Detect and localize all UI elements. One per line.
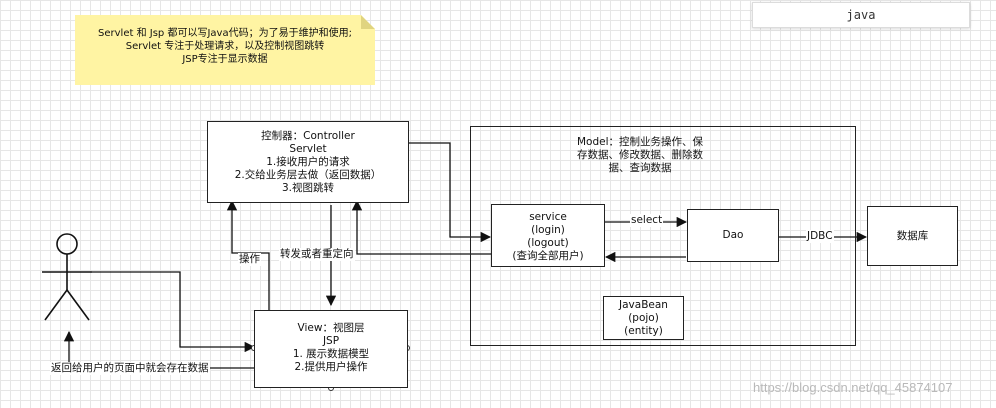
- javabean-pojo: (pojo): [628, 312, 659, 324]
- view-item-2: 2.提供用户操作: [294, 361, 368, 373]
- controller-step-2: 2.交给业务层去做（返回数据）: [234, 169, 382, 181]
- note-line-1: Servlet 和 Jsp 都可以写Java代码；为了易于维护和使用;: [98, 28, 352, 39]
- model-description: Model：控制业务操作、保 存数据、修改数据、删除数 据、查询数据: [560, 136, 720, 175]
- edge-label-return: 返回给用户的页面中就会存在数据: [50, 362, 210, 375]
- actor-right-leg: [66, 289, 90, 321]
- watermark: https://blog.csdn.net/qq_45874107: [753, 380, 953, 395]
- actor-head: [56, 233, 78, 255]
- model-line-1: Model：控制业务操作、保: [576, 136, 704, 148]
- dao-box[interactable]: Dao: [687, 209, 779, 262]
- service-logout: (logout): [527, 237, 569, 249]
- edge-label-operate: 操作: [238, 253, 261, 266]
- java-tab[interactable]: java: [752, 2, 970, 28]
- javabean-title: JavaBean: [619, 299, 668, 311]
- javabean-box[interactable]: JavaBean (pojo) (entity): [603, 296, 684, 340]
- controller-step-3: 3.视图跳转: [281, 182, 335, 194]
- edge-label-jdbc: JDBC: [806, 230, 834, 243]
- model-box[interactable]: [470, 126, 856, 346]
- edge-user-to-view: [92, 271, 256, 353]
- model-line-2: 存数据、修改数据、删除数: [577, 149, 703, 161]
- note-line-3: JSP专注于显示数据: [182, 54, 268, 65]
- database-box[interactable]: 数据库: [867, 206, 958, 266]
- service-title: service: [529, 211, 567, 223]
- controller-box[interactable]: 控制器：Controller Servlet 1.接收用户的请求 2.交给业务层…: [207, 121, 409, 203]
- view-title: View：视图层: [297, 322, 365, 334]
- edge-service-to-controller: [351, 199, 491, 255]
- actor-left-leg: [44, 289, 68, 321]
- javabean-entity: (entity): [624, 325, 663, 337]
- model-line-3: 据、查询数据: [608, 162, 672, 174]
- database-label: 数据库: [896, 230, 929, 242]
- view-box[interactable]: View：视图层 JSP 1. 展示数据模型 2.提供用户操作: [254, 310, 408, 388]
- controller-step-1: 1.接收用户的请求: [266, 156, 350, 168]
- controller-title: 控制器：Controller: [261, 130, 355, 142]
- service-box[interactable]: service (login) (logout) (查询全部用户): [491, 204, 605, 267]
- note-line-2: Servlet 专注于处理请求，以及控制视图跳转: [125, 41, 325, 52]
- sticky-note: Servlet 和 Jsp 都可以写Java代码；为了易于维护和使用; Serv…: [75, 15, 375, 85]
- service-query-all: (查询全部用户): [512, 250, 584, 262]
- user-actor: [42, 233, 92, 321]
- dao-label: Dao: [722, 229, 744, 241]
- view-item-1: 1. 展示数据模型: [292, 348, 370, 360]
- edge-label-select: select: [630, 214, 664, 227]
- controller-subtitle: Servlet: [289, 143, 327, 155]
- service-login: (login): [531, 224, 565, 236]
- edge-label-forward: 转发或者重定向: [279, 248, 355, 261]
- view-subtitle: JSP: [322, 335, 340, 347]
